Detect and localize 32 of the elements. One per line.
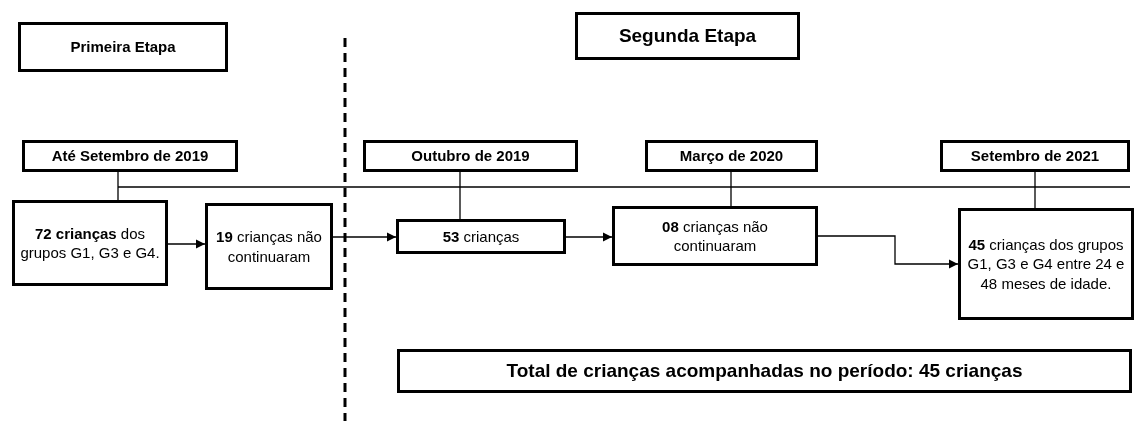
arrow [167,239,206,249]
box-text: 45 crianças dos grupos G1, G3 e G4 entre 24 e 48 meses de idade. [966,234,1126,294]
connector-line [1034,171,1036,209]
box-text: Março de 2020 [679,146,784,166]
box-text: 19 crianças não continuaram [215,227,323,266]
stage-heading [575,12,800,60]
arrow [817,235,959,269]
box-text: Segunda Etapa [618,23,757,48]
process-box [12,200,168,286]
box-text: 72 crianças dos grupos G1, G3 e G4. [19,223,161,263]
box-text: Outubro de 2019 [411,146,530,166]
process-box [958,208,1134,320]
total-box [397,349,1132,393]
box-text: Até Setembro de 2019 [51,146,209,166]
date-box [645,140,818,172]
box-text: Primeira Etapa [70,37,176,57]
arrow [565,232,613,242]
date-box [940,140,1130,172]
stage-heading [18,22,228,72]
process-box [612,206,818,266]
process-box [396,219,566,254]
date-box [363,140,578,172]
box-text: Setembro de 2021 [970,146,1100,166]
process-box [205,203,333,290]
box-text: 08 crianças não continuaram [661,216,769,256]
box-text: 53 crianças [442,226,520,247]
connector-line [117,171,119,201]
connector-line [730,171,732,207]
connector-line [459,171,461,220]
box-text: Total de crianças acompanhadas no período: 45 crianças [506,358,1023,383]
arrow [332,232,397,242]
date-box [22,140,238,172]
